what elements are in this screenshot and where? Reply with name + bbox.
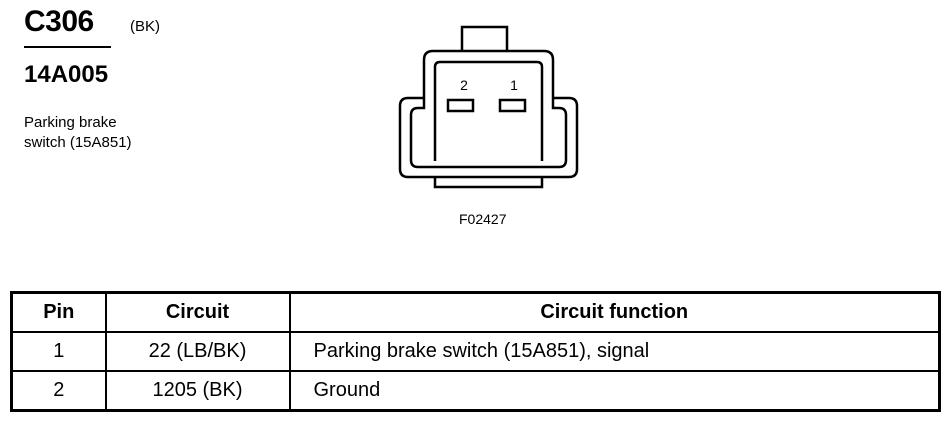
- header-circuit: Circuit: [104, 291, 291, 333]
- table-header-row: Pin Circuit Circuit function: [10, 291, 941, 333]
- component-description: Parking brake switch (15A851): [24, 113, 132, 153]
- connector-inner-face: [433, 60, 544, 161]
- pin-2-cavity: [446, 98, 475, 113]
- connector-latch-tab: [460, 25, 509, 51]
- connector-id-underline: [24, 46, 111, 48]
- description-line-2: switch (15A851): [24, 134, 132, 151]
- table-row: 2 1205 (BK) Ground: [10, 370, 941, 412]
- connector-outer-shroud: [422, 49, 555, 98]
- connector-flange-outer: [398, 96, 579, 179]
- drawing-reference-number: F02427: [459, 211, 507, 227]
- header-pin: Pin: [10, 291, 107, 333]
- pin-2-label: 2: [460, 77, 468, 93]
- header-circuit-function: Circuit function: [288, 291, 941, 333]
- connector-face-drawing: 2 1: [398, 25, 579, 189]
- cell-pin: 2: [10, 370, 107, 412]
- cell-circuit-function: Ground: [288, 370, 941, 412]
- connector-base-lip: [433, 177, 544, 189]
- connector-flange-inner: [409, 98, 568, 169]
- pinout-table: Pin Circuit Circuit function 1 22 (LB/BK…: [10, 291, 941, 412]
- cell-pin: 1: [10, 331, 107, 372]
- pin-1-label: 1: [510, 77, 518, 93]
- description-line-1: Parking brake: [24, 114, 117, 131]
- cell-circuit-function: Parking brake switch (15A851), signal: [288, 331, 941, 372]
- cell-circuit: 22 (LB/BK): [104, 331, 291, 372]
- table-row: 1 22 (LB/BK) Parking brake switch (15A85…: [10, 331, 941, 372]
- pin-1-cavity: [498, 98, 527, 113]
- harness-part-number: 14A005: [24, 61, 109, 88]
- cell-circuit: 1205 (BK): [104, 370, 291, 412]
- connector-color-code: (BK): [130, 18, 160, 35]
- connector-id: C306: [24, 5, 94, 38]
